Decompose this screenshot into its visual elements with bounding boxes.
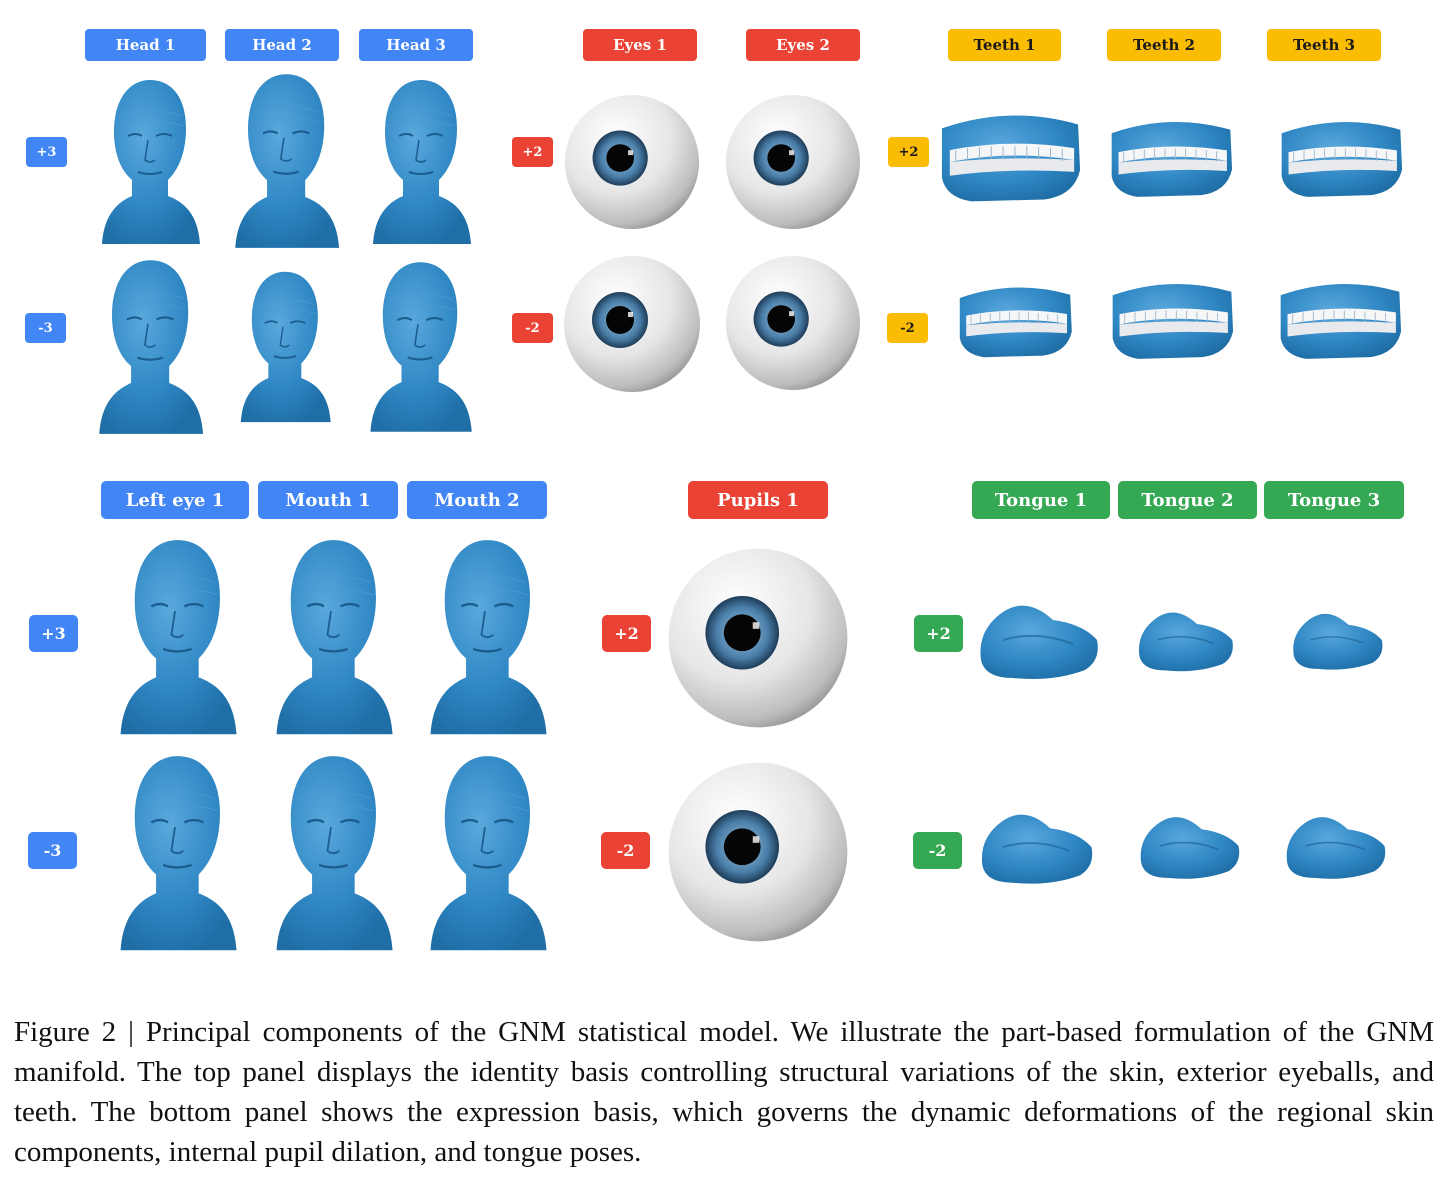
head-render [358,76,480,246]
tongue-render [1274,602,1400,678]
tag-pupils-plus: +2 [602,615,651,652]
tongue-render [972,590,1104,690]
head-render [104,534,246,738]
figure-caption: Figure 2 | Principal components of the G… [14,1016,1434,1168]
head-render [228,256,338,436]
label-eyes-1: Eyes 1 [583,29,697,61]
label-left-eye-1: Left eye 1 [101,481,249,519]
label-head-3: Head 3 [359,29,473,61]
teeth-render [1270,116,1412,202]
teeth-render [1103,116,1239,202]
head-render [84,256,212,436]
eyeball-render [563,93,701,231]
head-render [260,534,402,738]
label-tongue-1: Tongue 1 [972,481,1110,519]
eyeball-render [666,546,850,730]
tag-head-minus: -3 [25,313,66,343]
label-teeth-1: Teeth 1 [948,29,1061,61]
head-render [414,750,556,954]
label-tongue-3: Tongue 3 [1264,481,1404,519]
teeth-render [936,108,1084,208]
teeth-render [1268,278,1412,364]
label-teeth-2: Teeth 2 [1107,29,1221,61]
label-tongue-2: Tongue 2 [1118,481,1257,519]
eyeball-render [724,93,862,231]
tag-head-plus: +3 [26,137,67,167]
eyeball-render [666,760,850,944]
tag-eyes-minus: -2 [512,313,553,343]
tag-teeth-minus: -2 [887,313,928,343]
label-pupils-1: Pupils 1 [688,481,828,519]
eyeball-render [724,254,862,392]
label-head-1: Head 1 [85,29,206,61]
head-render [104,750,246,954]
tag-skin-minus: -3 [28,832,77,869]
tag-eyes-plus: +2 [512,137,553,167]
teeth-render [1104,278,1240,364]
label-head-2: Head 2 [225,29,339,61]
tongue-render [1120,804,1258,888]
tag-pupils-minus: -2 [601,832,650,869]
label-mouth-1: Mouth 1 [258,481,398,519]
tag-tongue-minus: -2 [913,832,962,869]
tag-teeth-plus: +2 [888,137,929,167]
tag-tongue-plus: +2 [914,615,963,652]
tongue-render [1268,804,1402,888]
label-eyes-2: Eyes 2 [746,29,860,61]
tongue-render [1118,600,1252,680]
head-render [414,534,556,738]
teeth-render [946,282,1084,362]
eyeball-render [562,254,702,394]
head-render [260,750,402,954]
tag-skin-plus: +3 [29,615,78,652]
head-render [212,70,356,250]
head-render [356,256,480,436]
head-render [88,76,208,246]
label-teeth-3: Teeth 3 [1267,29,1381,61]
label-mouth-2: Mouth 2 [407,481,547,519]
tongue-render [974,800,1098,894]
